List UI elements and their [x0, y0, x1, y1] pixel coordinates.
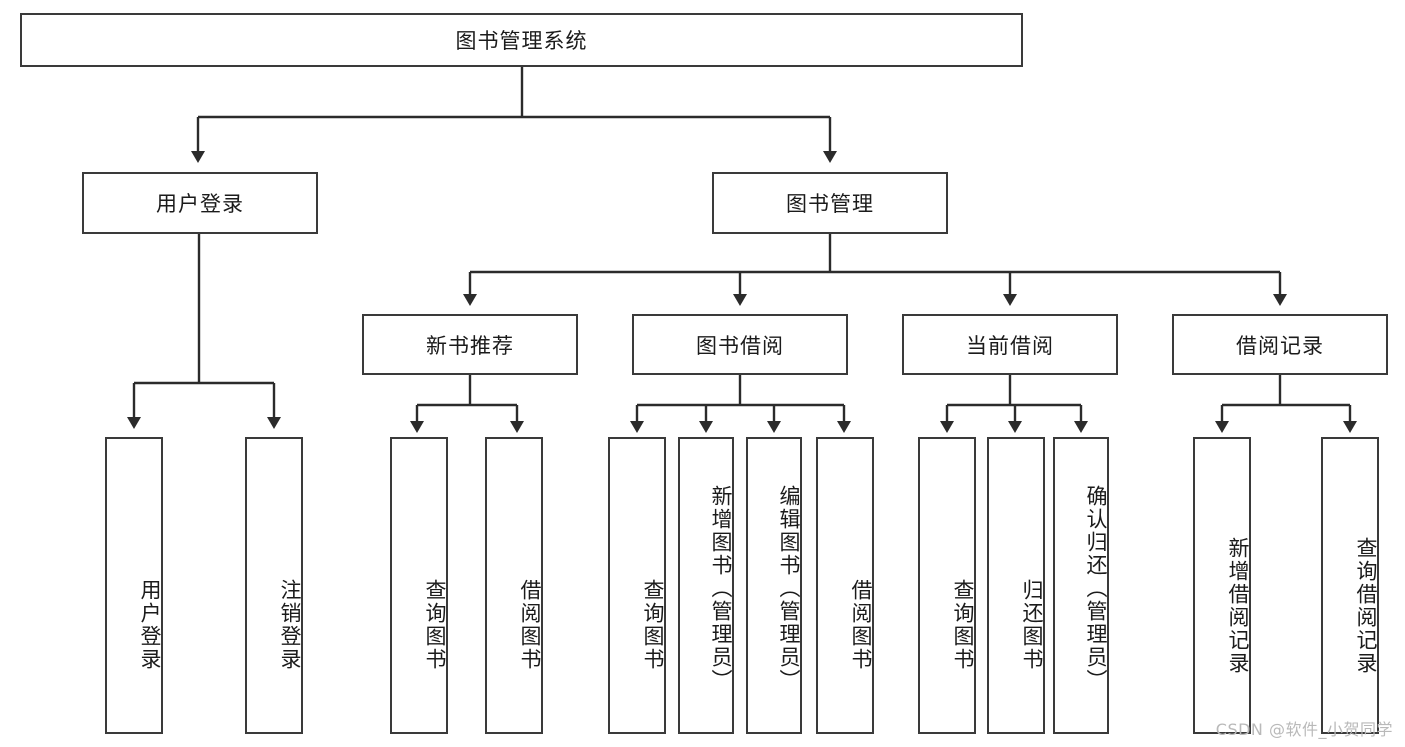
node-leaf-add-book[interactable]: 新增图书（管理员） — [678, 437, 734, 734]
node-leaf-user-login[interactable]: 用户登录 — [105, 437, 163, 734]
node-leaf-borrow-book-2[interactable]: 借阅图书 — [816, 437, 874, 734]
node-leaf-query-record[interactable]: 查询借阅记录 — [1321, 437, 1379, 734]
node-leaf-query-book-2[interactable]: 查询图书 — [608, 437, 666, 734]
node-leaf-logout-login[interactable]: 注销登录 — [245, 437, 303, 734]
node-leaf-query-book-3[interactable]: 查询图书 — [918, 437, 976, 734]
node-book-management[interactable]: 图书管理 — [712, 172, 948, 234]
node-new-book-recommend[interactable]: 新书推荐 — [362, 314, 578, 375]
node-leaf-return-book[interactable]: 归还图书 — [987, 437, 1045, 734]
node-borrow-record[interactable]: 借阅记录 — [1172, 314, 1388, 375]
node-leaf-borrow-book-1[interactable]: 借阅图书 — [485, 437, 543, 734]
node-root[interactable]: 图书管理系统 — [20, 13, 1023, 67]
node-leaf-query-book-1[interactable]: 查询图书 — [390, 437, 448, 734]
node-leaf-edit-book[interactable]: 编辑图书（管理员） — [746, 437, 802, 734]
node-current-borrow[interactable]: 当前借阅 — [902, 314, 1118, 375]
node-leaf-add-record[interactable]: 新增借阅记录 — [1193, 437, 1251, 734]
node-user-login[interactable]: 用户登录 — [82, 172, 318, 234]
watermark-text: CSDN @软件_小贺同学 — [1215, 720, 1393, 739]
node-book-borrow[interactable]: 图书借阅 — [632, 314, 848, 375]
node-leaf-confirm-return[interactable]: 确认归还（管理员） — [1053, 437, 1109, 734]
